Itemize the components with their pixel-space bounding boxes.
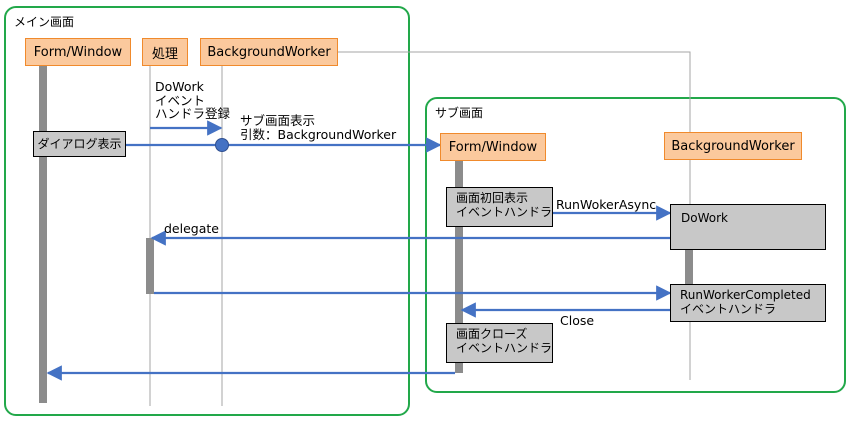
run-worker-completed-box: RunWorkerCompleted イベントハンドラ	[670, 284, 826, 322]
sub-show-label: サブ画面表示 引数：BackgroundWorker	[240, 114, 396, 141]
dowork-register-line2: イベント	[155, 92, 206, 108]
initial-show-handler-line1: 画面初回表示	[456, 191, 529, 205]
run-worker-async-label: RunWokerAsync	[556, 197, 657, 212]
initial-show-handler-box: 画面初回表示 イベントハンドラ	[446, 187, 553, 227]
dowork-label: DoWork	[681, 211, 728, 225]
close-handler-line1: 画面クローズ	[456, 327, 528, 341]
delegate-label: delegate	[164, 221, 219, 236]
dowork-register-line1: DoWork	[155, 79, 204, 94]
close-handler-line2: イベントハンドラ	[456, 341, 553, 355]
main-worker-lifeline-box: BackgroundWorker	[200, 38, 338, 66]
sub-worker-lifeline-box: BackgroundWorker	[664, 132, 802, 160]
sub-form-lifeline-box: Form/Window	[440, 133, 546, 161]
dialog-show-box: ダイアログ表示	[33, 131, 126, 157]
sub-show-line1: サブ画面表示	[240, 113, 316, 128]
run-worker-completed-line1: RunWorkerCompleted	[680, 288, 811, 302]
initial-show-handler-line2: イベントハンドラ	[456, 205, 553, 219]
dowork-box: DoWork	[670, 204, 826, 250]
sub-form-activation	[455, 161, 463, 373]
main-form-activation	[39, 66, 47, 403]
sub-screen-label: サブ画面	[435, 106, 484, 120]
close-label: Close	[560, 313, 595, 328]
process-lifeline-box: 処理	[142, 38, 188, 66]
main-screen-frame	[4, 6, 410, 416]
sub-show-line2: 引数：BackgroundWorker	[240, 126, 397, 142]
worker-connector-line	[338, 51, 691, 132]
close-handler-box: 画面クローズ イベントハンドラ	[446, 323, 553, 363]
handover-circle	[215, 138, 229, 152]
process-activation	[146, 238, 154, 294]
sub-worker-activation	[685, 250, 693, 284]
run-worker-completed-line2: イベントハンドラ	[680, 302, 777, 316]
main-screen-label: メイン画面	[14, 15, 75, 29]
dowork-register-label: DoWork イベント ハンドラ登録	[155, 80, 230, 121]
main-form-lifeline-box: Form/Window	[25, 38, 131, 66]
dowork-register-line3: ハンドラ登録	[155, 106, 231, 121]
sub-screen-frame	[425, 97, 846, 393]
